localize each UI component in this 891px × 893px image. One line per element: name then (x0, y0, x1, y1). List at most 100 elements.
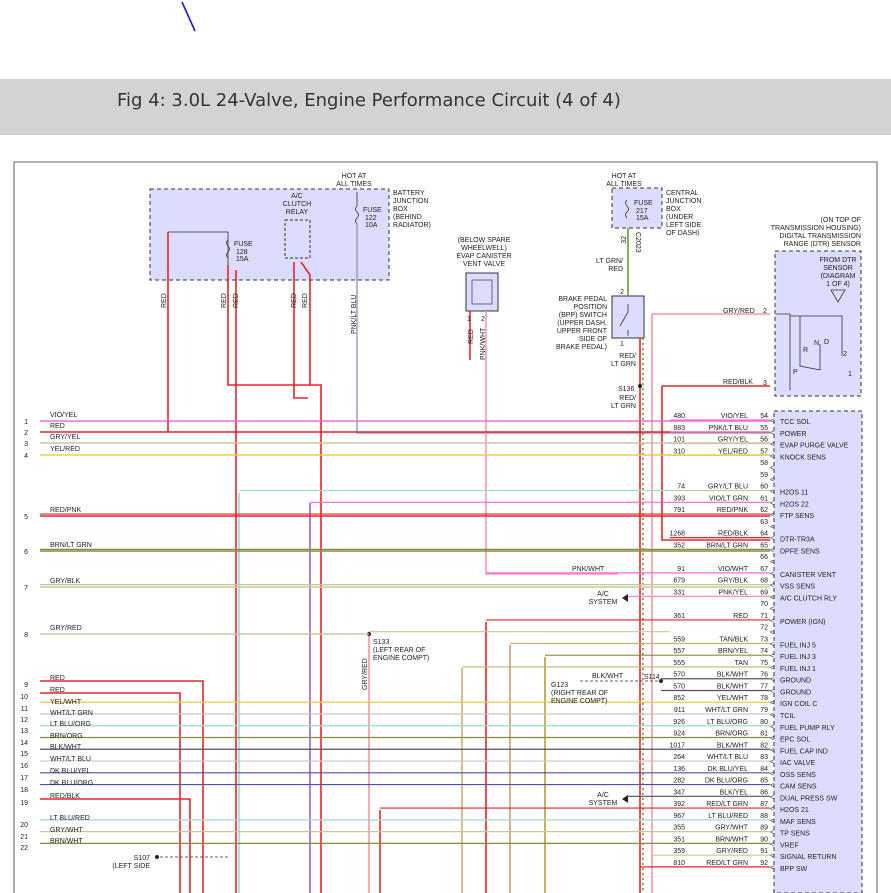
pcm-pin-arrow: < (770, 606, 774, 613)
left-pin-number: 7 (24, 585, 28, 592)
pcm-pin-number: 72 (760, 625, 768, 632)
pcm-circuit-number: 570 (673, 683, 685, 690)
pcm-wire-color: BLK/WHT (717, 672, 749, 679)
left-wire-label: LT BLU/ORG (50, 721, 91, 728)
label-pnk-wht-vert: PNK/WHT (480, 327, 487, 360)
pcm-pin-arrow: < (770, 712, 774, 719)
pcm-pin-arrow: < (770, 794, 774, 801)
pcm-wire-color: RED/LT GRN (706, 860, 748, 867)
pcm-pin-number: 57 (760, 448, 768, 455)
ac-system-arrow-1 (622, 594, 628, 602)
label-pnk-wht-side: PNK/WHT (572, 566, 605, 573)
left-wire-label: BRN/LT GRN (50, 542, 92, 549)
left-wire-label: BRN/WHT (50, 838, 83, 845)
pcm-circuit-number: 967 (673, 813, 685, 820)
left-pin-number: 18 (20, 787, 28, 794)
pcm-pin-number: 84 (760, 766, 768, 773)
figure-title: Fig 4: 3.0L 24-Valve, Engine Performance… (117, 90, 621, 111)
pcm-circuit-number: 557 (673, 648, 685, 655)
pcm-pin-function: CANISTER VENT (780, 572, 837, 579)
pcm-pin-function: OSS SENS (780, 772, 816, 779)
left-pin-number: 2 (24, 430, 28, 437)
pcm-wire-color: RED (733, 613, 748, 620)
pcm-pin-arrow: < (770, 841, 774, 848)
left-wire-label: YEL/RED (50, 446, 80, 453)
dtr-internal-pin-1: 1 (848, 371, 852, 378)
s107-label: S107(LEFT SIDE (112, 855, 150, 870)
pcm-pin-function: DPFE SENS (780, 548, 820, 555)
left-wire-label: RED (50, 675, 65, 682)
pcm-pin-arrow: < (770, 559, 774, 566)
pcm-pin-number: 70 (760, 601, 768, 608)
pcm-pin-function: VREF (780, 842, 799, 849)
pcm-pin-function: TCIL (780, 713, 795, 720)
left-pin-number: 12 (20, 717, 28, 724)
c2023-connector-label: C2023 (634, 232, 641, 253)
pcm-pin-arrow: < (770, 830, 774, 837)
left-pin-number: 4 (24, 453, 28, 460)
pcm-pin-number: 59 (760, 472, 768, 479)
left-pin-number: 17 (20, 775, 28, 782)
evap-canister-vent-valve (465, 272, 499, 312)
pcm-pin-function: H2OS 11 (780, 490, 808, 497)
pcm-circuit-number: 852 (673, 695, 685, 702)
left-pin-row: 6 BRN/LT GRN (24, 542, 92, 556)
label-red-vert-5: RED (302, 293, 309, 308)
dtr-position-d: D (824, 339, 829, 346)
pcm-circuit-number: 91 (677, 566, 685, 573)
pcm-pin-number: 58 (760, 460, 768, 467)
left-pin-row: 9 RED (24, 675, 65, 689)
splice-s107 (155, 855, 159, 859)
pcm-pin-arrow: < (770, 571, 774, 578)
label-red-vert-3: RED (233, 293, 240, 308)
title-banner (0, 79, 891, 135)
pcm-wire-color: WHT/LT GRN (705, 707, 748, 714)
pcm-pin-number: 89 (760, 825, 768, 832)
left-pin-number: 9 (24, 682, 28, 689)
left-pin-number: 16 (20, 763, 28, 770)
dtr-internal-pin-2: 2 (843, 351, 847, 358)
horizontal-wires (40, 420, 770, 868)
pcm-pin-number: 83 (760, 754, 768, 761)
wire-red-pin10 (40, 692, 181, 893)
pcm-wire-color: RED/LT GRN (706, 801, 748, 808)
wire-red-fuse128 (227, 265, 322, 893)
left-wire-label: LT BLU/RED (50, 815, 90, 822)
left-pin-number: 6 (24, 549, 28, 556)
pcm-pin-arrow: < (770, 442, 774, 449)
left-pin-number: 3 (24, 441, 28, 448)
pcm-pin-number: 88 (760, 813, 768, 820)
label-red-evap-vert: RED (468, 329, 475, 344)
left-pin-number: 19 (20, 800, 28, 807)
central-junction-box (611, 187, 663, 229)
pcm-pin-arrow: < (770, 853, 774, 860)
pcm-pin-arrow: < (770, 665, 774, 672)
pcm-pin-number: 64 (760, 531, 768, 538)
pcm-pin-number: 76 (760, 672, 768, 679)
pcm-circuit-number: 101 (673, 437, 685, 444)
pcm-wire-color: RED/BLK (718, 531, 748, 538)
pcm-pin-arrow: < (770, 724, 774, 731)
label-pnk-lt-blu-vert: PNK/LT BLU (351, 295, 358, 334)
wire-red-blk-pin19 (40, 798, 191, 893)
pcm-pin-arrow: < (770, 641, 774, 648)
pcm-pin-arrow: < (770, 818, 774, 825)
pcm-pin-number: 73 (760, 636, 768, 643)
pcm-pin-function: FUEL PUMP RLY (780, 725, 835, 732)
